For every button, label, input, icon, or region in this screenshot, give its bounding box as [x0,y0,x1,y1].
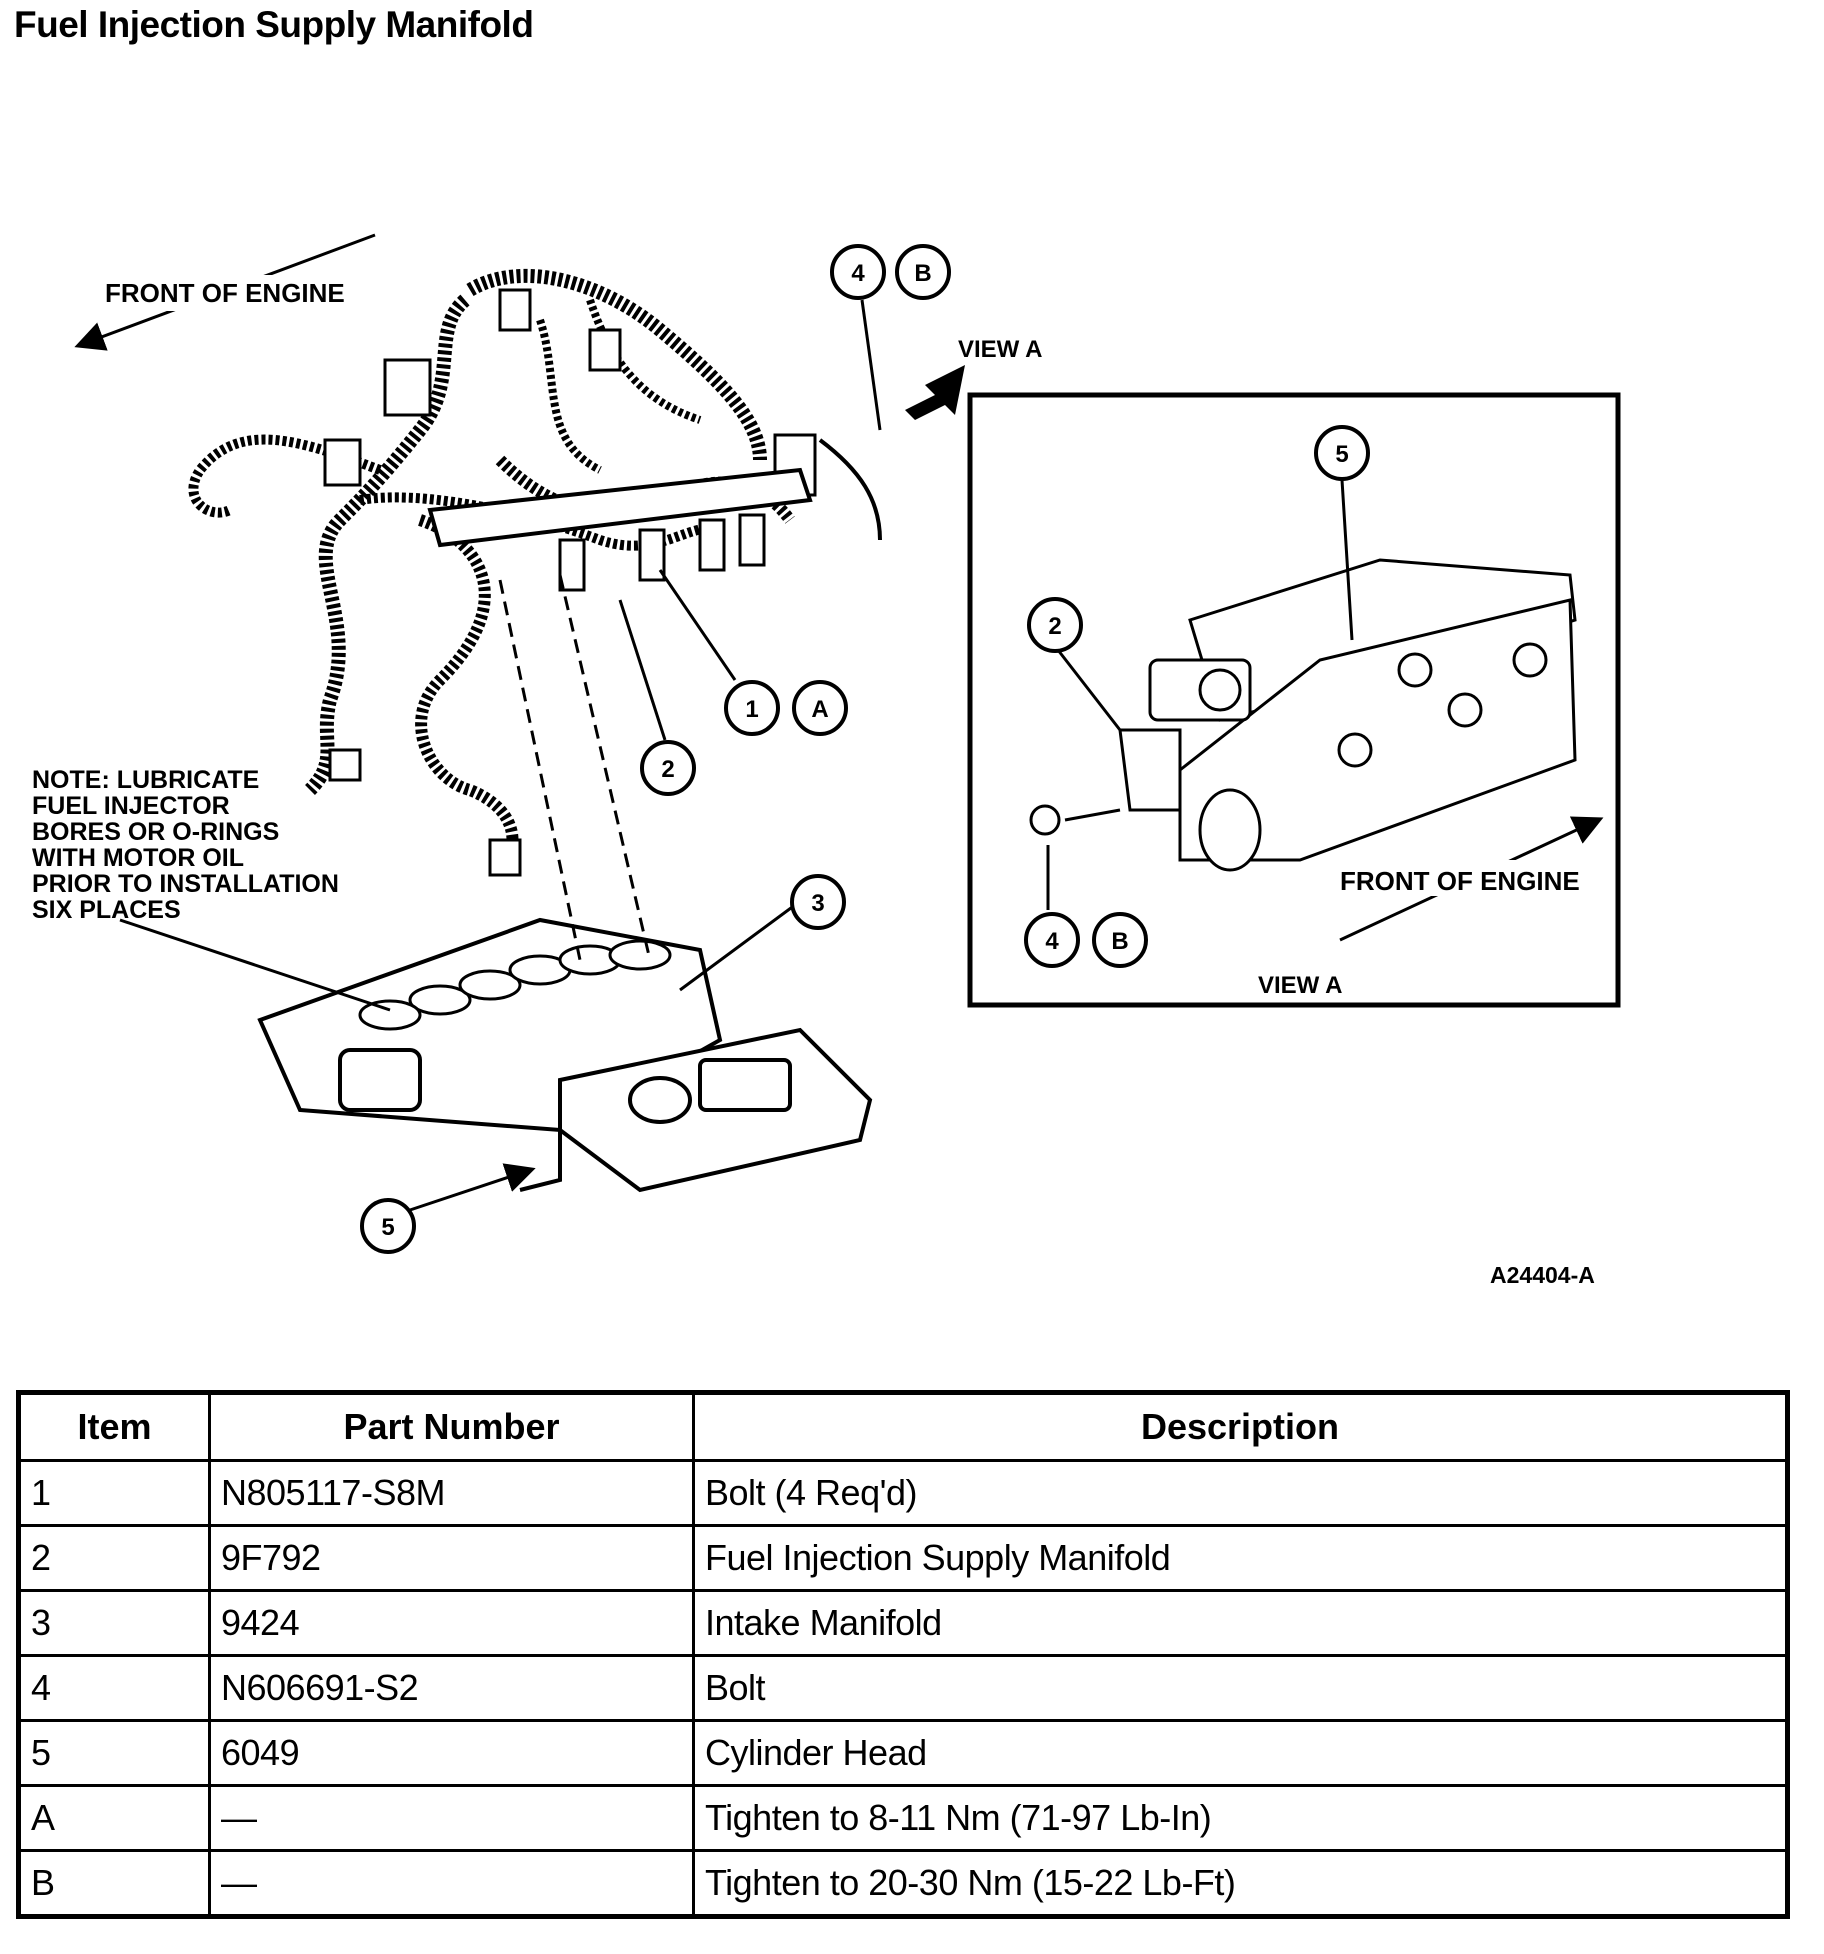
table-row: 5 6049 Cylinder Head [17,1719,1789,1787]
svg-text:4: 4 [1045,928,1059,955]
cylinder-head [558,1027,873,1193]
description-cell: Bolt (4 Req'd) [692,1459,1789,1527]
column-header-description: Description [692,1391,1789,1462]
item-cell: 1 [17,1459,211,1527]
table-row: 2 9F792 Fuel Injection Supply Manifold [17,1524,1789,1592]
table-row: 4 N606691-S2 Bolt [17,1654,1789,1722]
callout-5-main: 5 [360,1198,416,1254]
part-number-cell: — [208,1849,695,1918]
view-a-inset [967,392,1621,1008]
part-number-cell: — [208,1784,695,1852]
description-cell: Bolt [692,1654,1789,1722]
front-of-engine-label: FRONT OF ENGINE [105,278,345,308]
svg-text:3: 3 [811,890,824,917]
table-row: 1 N805117-S8M Bolt (4 Req'd) [17,1459,1789,1527]
callout-4-view: 4 [1024,912,1080,968]
svg-text:B: B [1111,928,1128,955]
callout-A: A [792,680,848,736]
callout-2-view: 2 [1027,597,1083,653]
part-number-cell: 6049 [208,1719,695,1787]
svg-text:5: 5 [1335,441,1348,468]
part-number-cell: 9F792 [208,1524,695,1592]
view-a-caption: VIEW A [1258,972,1342,999]
description-cell: Cylinder Head [692,1719,1789,1787]
note-line-3: BORES OR O-RINGS [32,818,279,846]
callout-2: 2 [640,740,696,796]
note-line-6: SIX PLACES [32,896,181,924]
callout-3: 3 [790,874,846,930]
svg-text:2: 2 [661,756,674,783]
table-header-row: Item Part Number Description [17,1391,1789,1462]
note-line-1: NOTE: LUBRICATE [32,766,259,794]
exploded-view-diagram: FRONT OF ENGINE [32,233,1621,1288]
item-cell: 2 [17,1524,211,1592]
table-row: B — Tighten to 20-30 Nm (15-22 Lb-Ft) [17,1849,1789,1918]
callout-4-top: 4 [830,244,886,300]
item-cell: A [17,1784,211,1852]
item-cell: 5 [17,1719,211,1787]
item-cell: 3 [17,1589,211,1657]
wiring-harness [188,268,882,875]
callout-B-view: B [1092,912,1148,968]
view-front-of-engine-label: FRONT OF ENGINE [1340,866,1580,896]
figure-id: A24404-A [1490,1262,1595,1288]
column-header-item: Item [17,1391,211,1462]
note-line-5: PRIOR TO INSTALLATION [32,870,339,898]
svg-text:A: A [811,696,828,723]
table-row: 3 9424 Intake Manifold [17,1589,1789,1657]
item-cell: B [17,1849,211,1918]
view-a-arrow-label: VIEW A [958,336,1042,363]
description-cell: Intake Manifold [692,1589,1789,1657]
note-line-2: FUEL INJECTOR [32,792,230,820]
svg-text:5: 5 [381,1214,394,1241]
callout-B-top: B [895,244,951,300]
description-cell: Fuel Injection Supply Manifold [692,1524,1789,1592]
description-cell: Tighten to 20-30 Nm (15-22 Lb-Ft) [692,1849,1789,1918]
svg-text:2: 2 [1048,613,1061,640]
view-a-arrow [905,365,965,420]
page-title: Fuel Injection Supply Manifold [14,4,534,45]
parts-table: Item Part Number Description 1 N805117-S… [16,1390,1790,1919]
callout-5-view: 5 [1314,425,1370,481]
description-cell: Tighten to 8-11 Nm (71-97 Lb-In) [692,1784,1789,1852]
column-header-part-number: Part Number [208,1391,695,1462]
part-number-cell: N805117-S8M [208,1459,695,1527]
part-number-cell: 9424 [208,1589,695,1657]
part-number-cell: N606691-S2 [208,1654,695,1722]
note-line-4: WITH MOTOR OIL [32,844,244,872]
callout-1: 1 [724,680,780,736]
item-cell: 4 [17,1654,211,1722]
svg-text:4: 4 [851,260,865,287]
lubrication-note: NOTE: LUBRICATE FUEL INJECTOR BORES OR O… [32,766,339,924]
svg-text:B: B [914,260,931,287]
front-of-engine-arrow [74,233,376,351]
table-row: A — Tighten to 8-11 Nm (71-97 Lb-In) [17,1784,1789,1852]
svg-text:1: 1 [745,696,758,723]
fuel-rail [427,467,813,592]
leader-lines [119,299,882,1212]
